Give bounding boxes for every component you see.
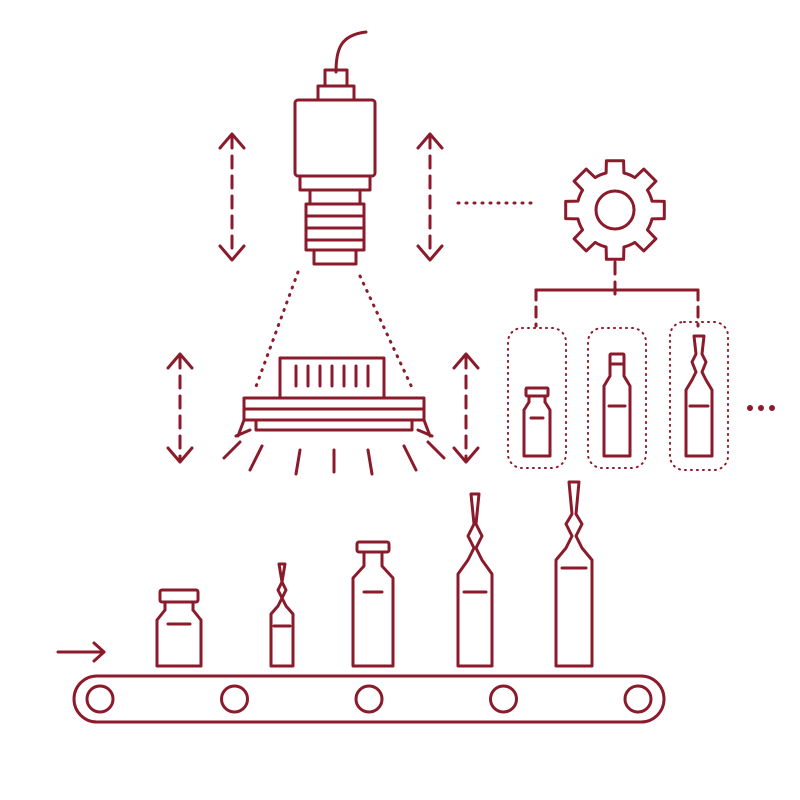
recipe-tree [534, 260, 700, 328]
camera-collar [298, 174, 372, 192]
camera-top-cap [316, 84, 356, 102]
ampoule-icon [684, 334, 714, 458]
ampoule-icon [456, 492, 494, 668]
gear-hub [594, 189, 636, 231]
ampoule-icon [269, 562, 295, 668]
field-of-view-left [252, 270, 300, 394]
belt-rollers [85, 684, 653, 714]
field-of-view-right [358, 274, 416, 394]
belt-roller [220, 684, 249, 714]
belt-roller [85, 684, 115, 714]
belt-roller [354, 684, 384, 714]
light-lens-plate [254, 418, 414, 432]
recipe-option-vial [507, 327, 567, 469]
belt-roller [489, 684, 518, 714]
bottle-icon [602, 352, 632, 458]
camera-body [293, 98, 377, 178]
gear-icon [564, 159, 666, 261]
bottle-icon [351, 540, 395, 668]
camera-cable [334, 30, 368, 74]
camera-lens-upper [308, 188, 362, 206]
belt-roller [623, 684, 653, 714]
light-rays [222, 440, 446, 476]
belt-outline [72, 674, 666, 724]
gear-outline [564, 159, 666, 261]
recipe-box [669, 321, 729, 471]
more-options-dots [747, 405, 775, 411]
recipe-option-ampoule [669, 321, 729, 471]
camera-lens-tip [312, 248, 358, 266]
double-arrow-icon [416, 132, 444, 262]
direction-arrow-icon [56, 641, 106, 663]
recipe-box [587, 327, 647, 469]
vial-icon [155, 588, 203, 668]
double-arrow-icon [452, 352, 480, 464]
double-arrow-icon [166, 352, 194, 464]
ampoule-icon [554, 480, 594, 668]
ring-light-icon [234, 356, 434, 438]
conveyor-belt-icon [72, 674, 666, 724]
recipe-option-bottle [587, 327, 647, 469]
double-arrow-icon [218, 132, 246, 262]
camera-icon [293, 30, 377, 266]
vial-icon [522, 386, 552, 458]
recipe-box [507, 327, 567, 469]
